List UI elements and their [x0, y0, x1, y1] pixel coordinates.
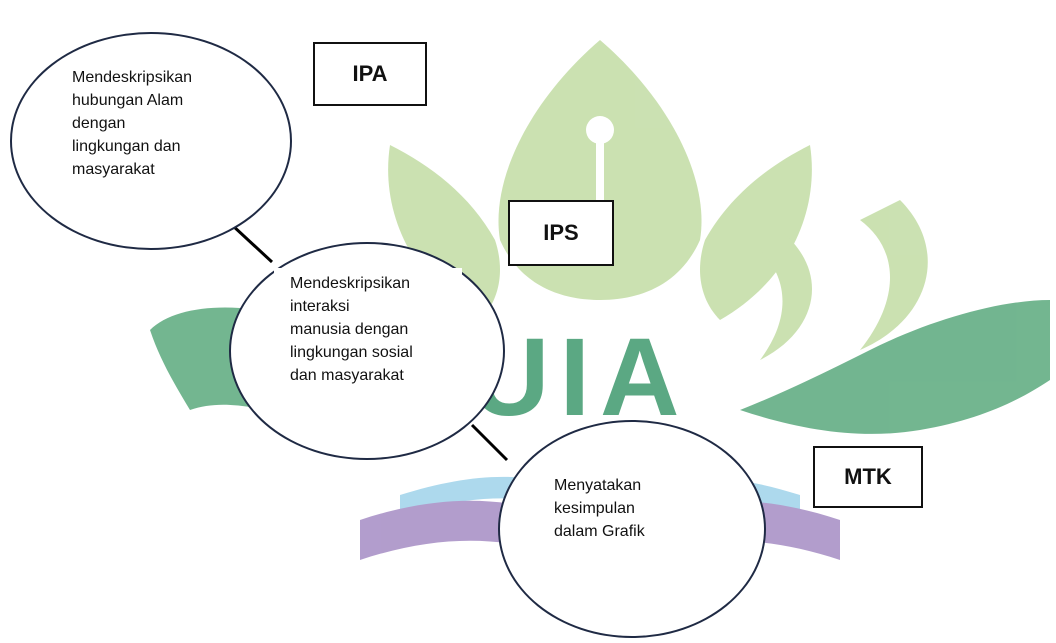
ips-circle-text: Mendeskripsikan interaksi manusia dengan… [274, 268, 462, 410]
connector-ipa-ips [230, 223, 274, 264]
watermark-left-leaf [388, 145, 500, 320]
mtk-circle [498, 420, 766, 638]
ips-label-box: IPS [508, 200, 614, 266]
connector-ips-mtk [470, 423, 509, 462]
watermark-center-dot [586, 116, 614, 144]
mtk-circle-text: Menyatakan kesimpulan dalam Grafik [548, 470, 710, 578]
watermark-right-outer-leaf [740, 300, 1050, 434]
watermark-right-swoosh-2 [760, 230, 813, 360]
ipa-circle-text: Mendeskripsikan hubungan Alam dengan lin… [72, 66, 242, 181]
mtk-label-box: MTK [813, 446, 923, 508]
watermark-right-leaf [700, 145, 812, 320]
watermark-right-swoosh [860, 200, 928, 350]
ipa-label-box: IPA [313, 42, 427, 106]
watermark-letters: UIA [470, 316, 689, 439]
